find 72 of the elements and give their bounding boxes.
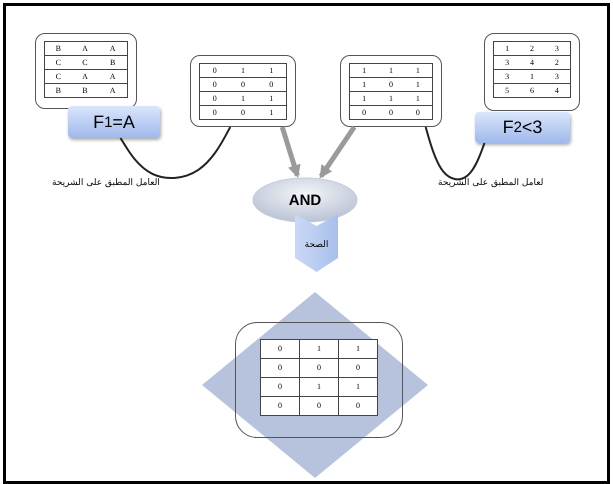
table-cell: 4 [520, 56, 544, 70]
table-cell: 5 [494, 84, 520, 98]
table-cell: A [98, 70, 128, 84]
table-cell: 0 [378, 106, 404, 120]
table-cell: 1 [404, 78, 432, 92]
table-cell: C [44, 70, 72, 84]
table-cell: 1 [350, 64, 378, 78]
table-cell: 1 [300, 378, 338, 396]
table-cell: 1 [378, 64, 404, 78]
table-cell: 3 [544, 42, 570, 56]
table-cell: A [98, 42, 128, 56]
table-cell: 1 [256, 64, 286, 78]
table-cell: C [44, 56, 72, 70]
table-cell: 0 [260, 340, 300, 358]
table-cell: 1 [338, 340, 378, 358]
table-cell: 0 [230, 78, 256, 92]
table-cell: 2 [544, 56, 570, 70]
caption-text: لعامل المطبق على الشريحة [438, 178, 544, 188]
arrow [318, 126, 356, 178]
table-cell: 1 [378, 92, 404, 106]
chevron-label: الصحة [304, 240, 328, 250]
table-card [484, 33, 580, 111]
table-cell: A [72, 70, 98, 84]
table-cell: 0 [338, 396, 378, 416]
table-cell: 1 [300, 340, 338, 358]
table-cell: 1 [404, 64, 432, 78]
table-cell: B [72, 84, 98, 98]
table-cell: 1 [494, 42, 520, 56]
table-cell: 1 [350, 78, 378, 92]
table-cell: 0 [260, 396, 300, 416]
table-cell: 1 [350, 92, 378, 106]
table-cell: 1 [256, 106, 286, 120]
table-cell: C [72, 56, 98, 70]
table-cell: 0 [260, 378, 300, 396]
table-cell: 1 [338, 378, 378, 396]
table-cell: 1 [230, 64, 256, 78]
table-cell: 0 [200, 92, 230, 106]
table-cell: 4 [544, 84, 570, 98]
table-cell: 1 [230, 92, 256, 106]
table-cell: B [44, 42, 72, 56]
table-cell: B [98, 56, 128, 70]
table-cell: A [72, 42, 98, 56]
table-cell: 0 [200, 78, 230, 92]
table-cell: B [44, 84, 72, 98]
table-card [35, 33, 137, 109]
table-cell: 0 [300, 396, 338, 416]
caption-text: العامل المطبق على الشريحة [52, 178, 160, 188]
curved-connector [424, 126, 486, 180]
table-cell: 0 [256, 78, 286, 92]
curved-connector [120, 126, 232, 179]
table-cell: 1 [256, 92, 286, 106]
table-cell: 0 [230, 106, 256, 120]
table-card [190, 55, 296, 127]
ellipse-label: AND [288, 192, 322, 208]
table-cell: 3 [494, 56, 520, 70]
table-cell: 6 [520, 84, 544, 98]
table-cell: 1 [520, 70, 544, 84]
table-cell: 3 [544, 70, 570, 84]
table-cell: 3 [494, 70, 520, 84]
table-cell: 0 [378, 78, 404, 92]
table-cell: 0 [338, 358, 378, 378]
table-cell: 0 [300, 358, 338, 378]
table-cell: 0 [404, 106, 432, 120]
table-card [340, 55, 442, 127]
table-cell: 0 [260, 358, 300, 378]
table-cell: 2 [520, 42, 544, 56]
table-cell: A [98, 84, 128, 98]
table-cell: 0 [200, 106, 230, 120]
table-cell: 0 [200, 64, 230, 78]
arrow [280, 126, 300, 178]
table-cell: 0 [350, 106, 378, 120]
table-cell: 1 [404, 92, 432, 106]
